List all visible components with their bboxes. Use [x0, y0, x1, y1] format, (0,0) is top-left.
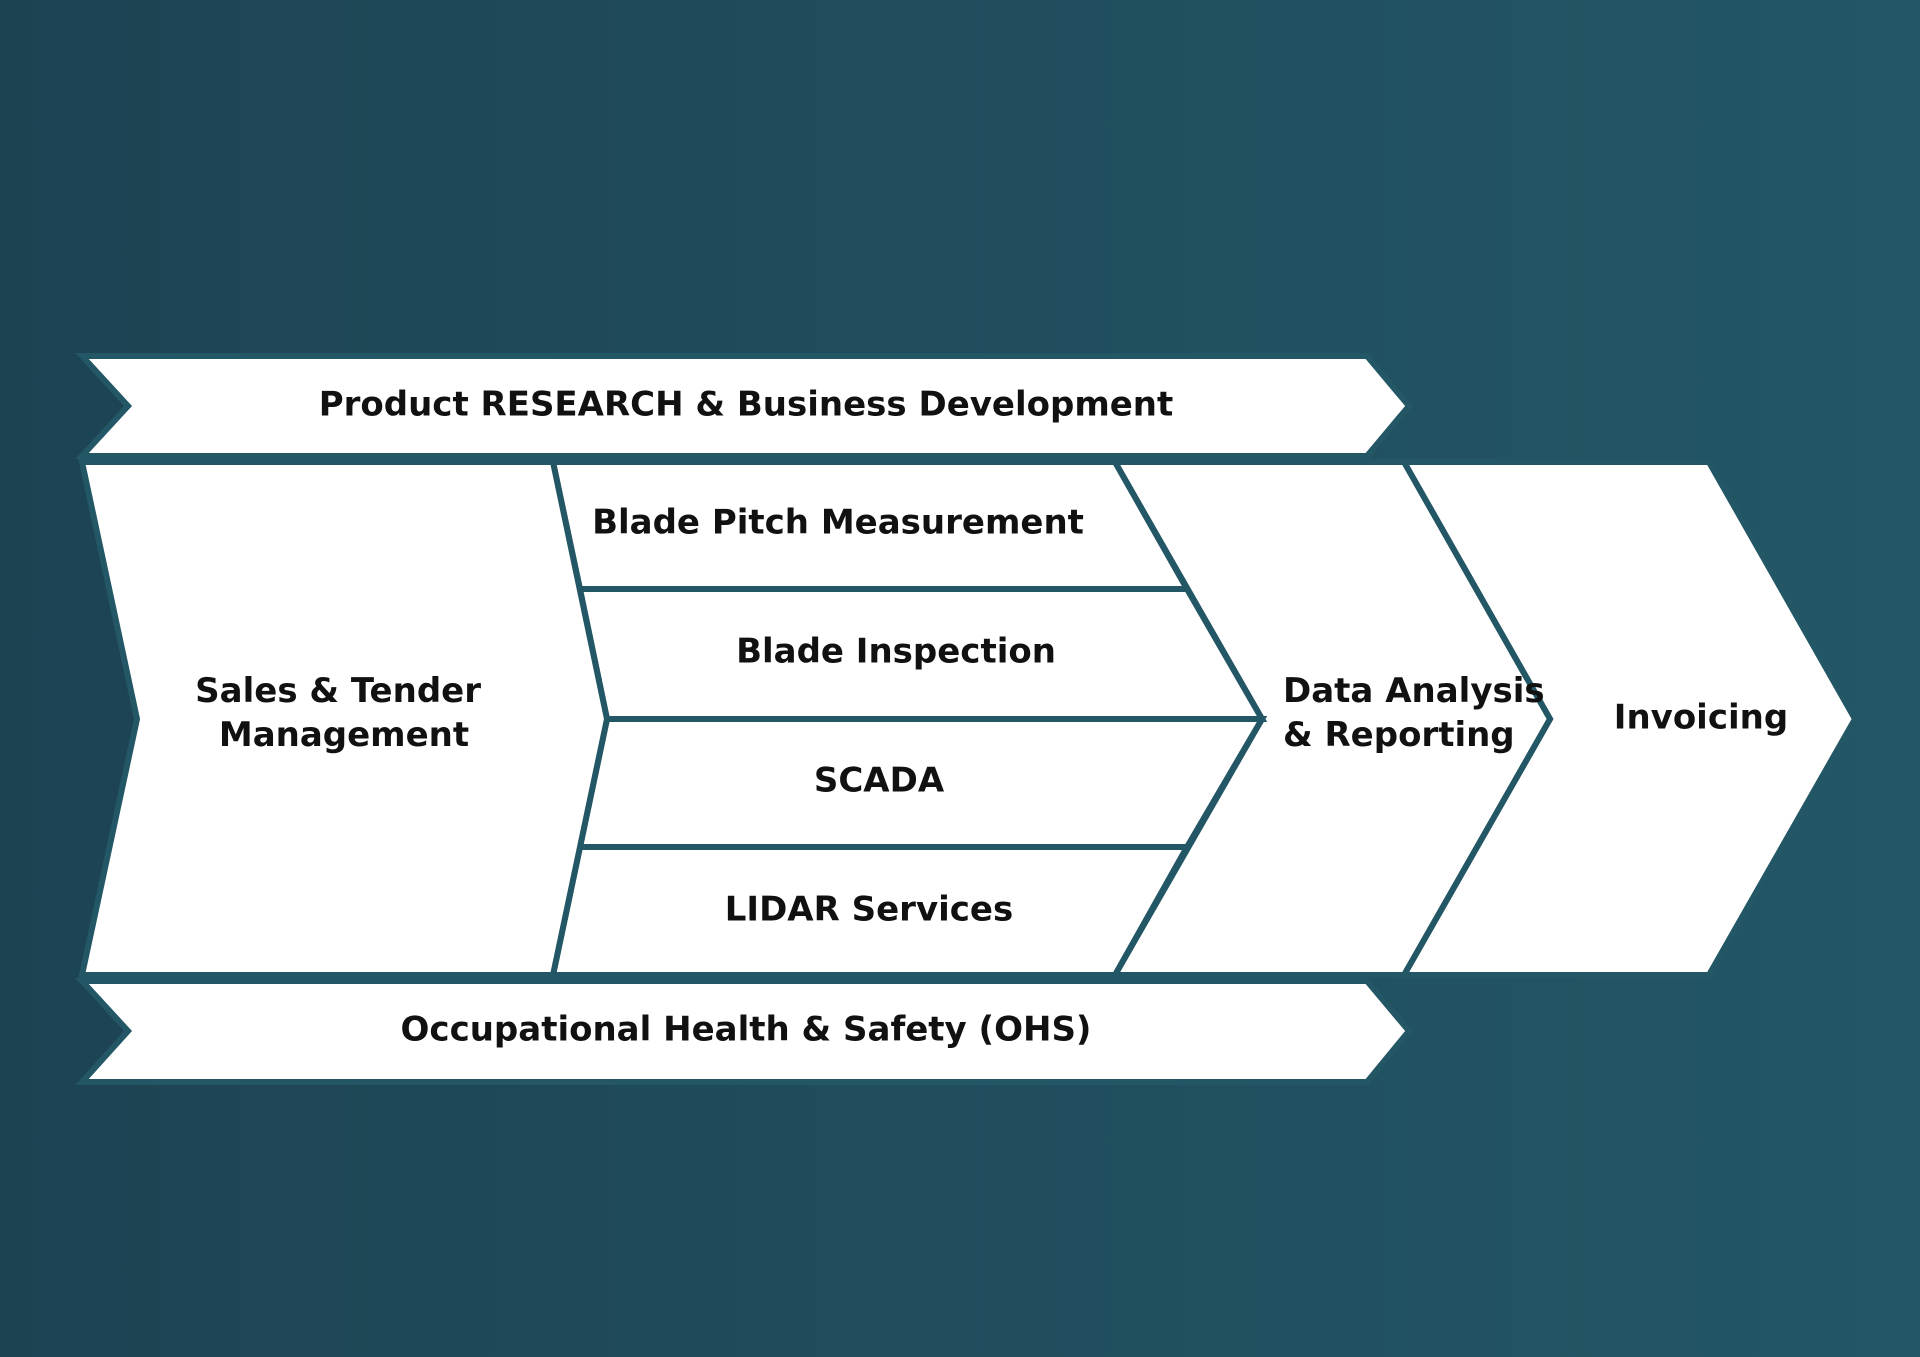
support-banner-research-label: Product RESEARCH & Business Development — [319, 385, 1174, 425]
stage-sales-tender: Sales & Tender Management — [78, 459, 611, 978]
stage-data-analysis: Data Analysis & Reporting — [1109, 459, 1556, 978]
support-banner-ohs: Occupational Health & Safety (OHS) — [75, 978, 1413, 1085]
stage-sales-tender-line2: Management — [219, 715, 469, 755]
service-label-lidar: LIDAR Services — [725, 890, 1013, 930]
service-label-blade-inspection: Blade Inspection — [736, 632, 1056, 672]
stage-data-analysis-line2: & Reporting — [1283, 715, 1515, 755]
service-label-scada: SCADA — [814, 761, 945, 801]
stage-sales-tender-shape — [78, 459, 611, 978]
support-banner-ohs-shape — [75, 978, 1413, 1085]
stage-sales-tender-line1: Sales & Tender — [195, 671, 481, 711]
stage-data-analysis-line1: Data Analysis — [1283, 671, 1545, 711]
support-banner-ohs-label: Occupational Health & Safety (OHS) — [401, 1010, 1092, 1050]
stage-invoicing-label: Invoicing — [1614, 698, 1788, 738]
stage-sales-tender-label: Sales & Tender Management — [195, 671, 493, 755]
stage-data-analysis-label: Data Analysis & Reporting — [1283, 671, 1556, 755]
services-group: Blade Pitch Measurement Blade Inspection… — [549, 459, 1268, 978]
service-label-blade-pitch: Blade Pitch Measurement — [592, 503, 1084, 543]
support-banner-research: Product RESEARCH & Business Development — [75, 353, 1413, 459]
support-banner-research-shape — [75, 353, 1413, 459]
